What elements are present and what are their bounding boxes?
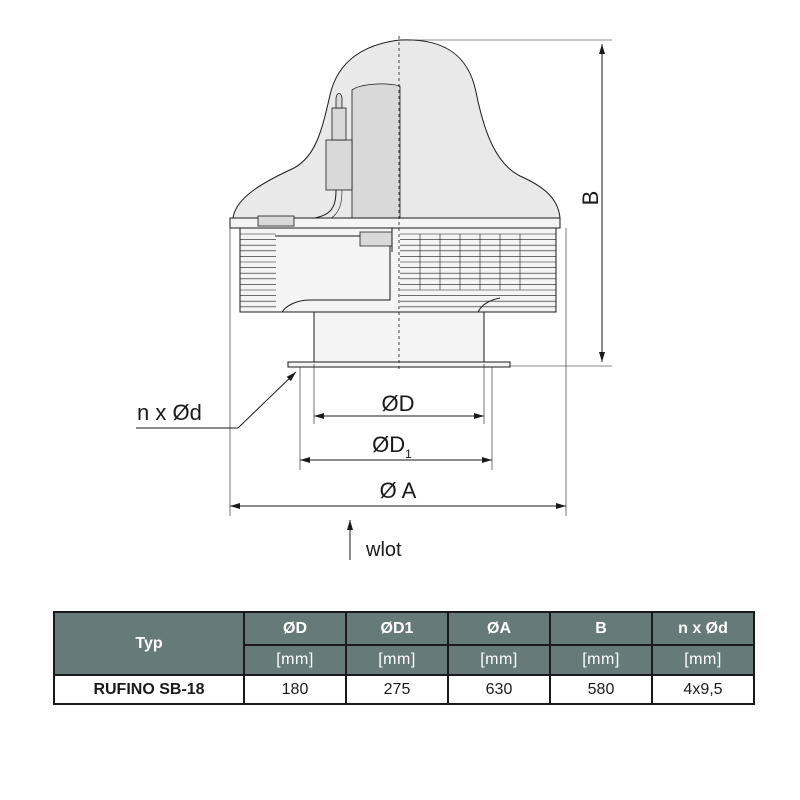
impeller-lip-right [477,297,501,313]
col-header-type: Typ [53,611,245,676]
dim-B-label: B [578,191,603,206]
col-header-holes: n x Ød [651,611,755,646]
dim-D1-label: ØD1 [372,432,412,461]
dim-D-label: ØD [382,391,415,416]
dim-A-label: Ø A [380,478,417,503]
cell-B: 580 [549,674,653,705]
table-header-row: Typ ØD ØD1 ØA B n x Ød [53,611,755,676]
motor-body [351,83,401,219]
gland-tip [335,93,343,109]
housing [239,227,557,313]
rim-detail [257,215,295,227]
cell-type: RUFINO SB-18 [53,674,245,705]
col-header-A: ØA [447,611,551,646]
spec-table: Typ ØD ØD1 ØA B n x Ød [mm] [mm] [mm] [m… [53,611,755,705]
holes-leader [237,371,297,429]
cell-D: 180 [243,674,347,705]
cell-A: 630 [447,674,551,705]
col-header-D: ØD [243,611,347,646]
holes-label: n x Ød [137,400,202,425]
cable-gland [331,107,347,141]
housing-louvers [240,233,556,308]
unit-B: [mm] [549,644,653,676]
col-header-B: B [549,611,653,646]
col-header-D1: ØD1 [345,611,449,646]
unit-D1: [mm] [345,644,449,676]
table-row: RUFINO SB-18 180 275 630 580 4x9,5 [53,674,755,705]
inlet-label: wlot [365,539,402,561]
cell-D1: 275 [345,674,449,705]
fan-technical-drawing: B ØD ØD1 Ø A n x Ød wlot [136,36,612,561]
cell-holes: 4x9,5 [651,674,755,705]
unit-D: [mm] [243,644,347,676]
motor-cap [325,139,353,191]
impeller-wheel [275,235,391,313]
unit-A: [mm] [447,644,551,676]
table-unit-row: [mm] [mm] [mm] [mm] [mm] [54,644,755,676]
impeller-hub [359,231,393,247]
unit-holes: [mm] [651,644,755,676]
